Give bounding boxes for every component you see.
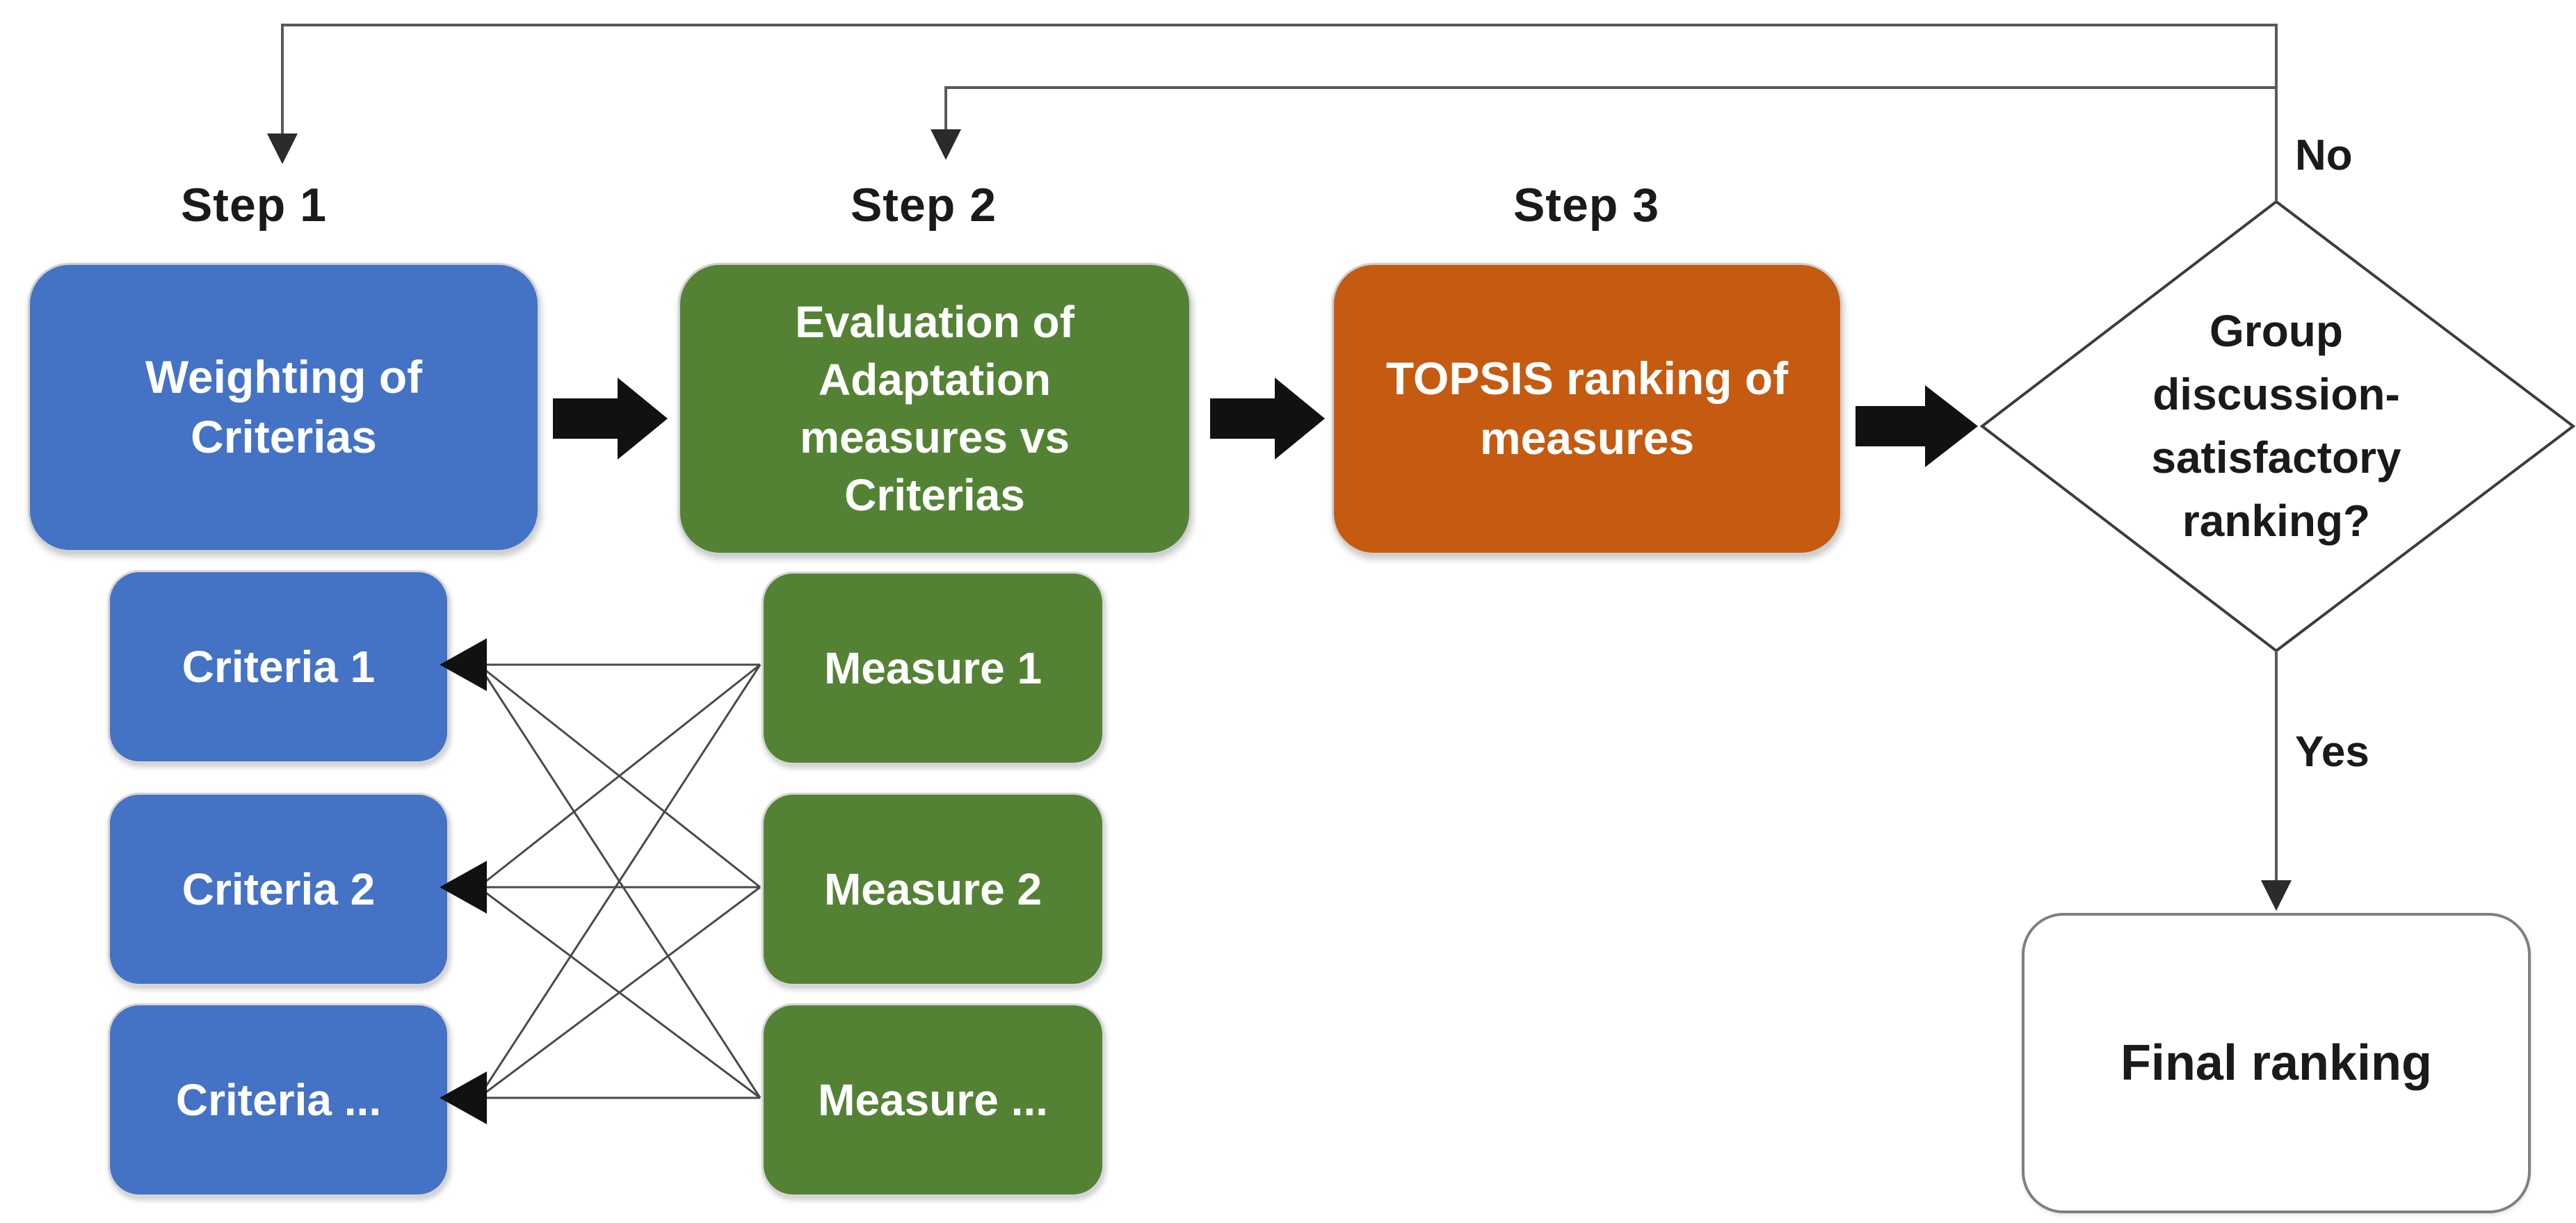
- criteria-1-box: Criteria 1: [108, 570, 449, 763]
- step3-label: Step 3: [1513, 179, 1660, 232]
- yes-branch-label: Yes: [2295, 728, 2369, 776]
- criteria-ellipsis-box: Criteria ...: [108, 1003, 449, 1197]
- measure-2-box: Measure 2: [762, 793, 1104, 986]
- arrowhead-into-step1: [267, 133, 298, 164]
- decision-diamond-text: Group discussion- satisfactory ranking?: [2151, 306, 2401, 546]
- connector-m3-c2: [478, 886, 761, 1099]
- connector-m2-c1: [478, 663, 761, 889]
- feedback-line-to-step2: [944, 86, 2276, 132]
- flow-arrow-step3-to-decision: [1855, 385, 1978, 467]
- measure-ellipsis-box: Measure ...: [762, 1003, 1104, 1197]
- connector-m3-c1: [477, 664, 762, 1099]
- step1-label: Step 1: [180, 179, 328, 232]
- connector-m2-c3: [478, 886, 761, 1099]
- connector-m1-c3: [477, 664, 762, 1099]
- feedback-line-to-step1: [281, 24, 2278, 202]
- step3-box-topsis-ranking: TOPSIS ranking of measures: [1332, 263, 1842, 555]
- flow-arrow-step1-to-step2: [553, 378, 668, 460]
- connector-m1-c2: [478, 663, 761, 889]
- no-branch-label: No: [2295, 131, 2353, 179]
- step2-label: Step 2: [850, 179, 997, 232]
- arrowhead-into-step2: [931, 129, 961, 160]
- step1-box-weighting-of-criterias: Weighting of Criterias: [28, 263, 540, 552]
- arrowhead-into-final-box: [2261, 880, 2292, 911]
- step2-box-evaluation-of-measures: Evaluation of Adaptation measures vs Cri…: [678, 263, 1191, 555]
- measure-1-box: Measure 1: [762, 572, 1104, 765]
- flow-arrow-step2-to-step3: [1210, 378, 1325, 460]
- final-ranking-box: Final ranking: [2022, 913, 2531, 1213]
- criteria-measure-connector-lines: [477, 663, 762, 1099]
- criteria-2-box: Criteria 2: [108, 793, 449, 986]
